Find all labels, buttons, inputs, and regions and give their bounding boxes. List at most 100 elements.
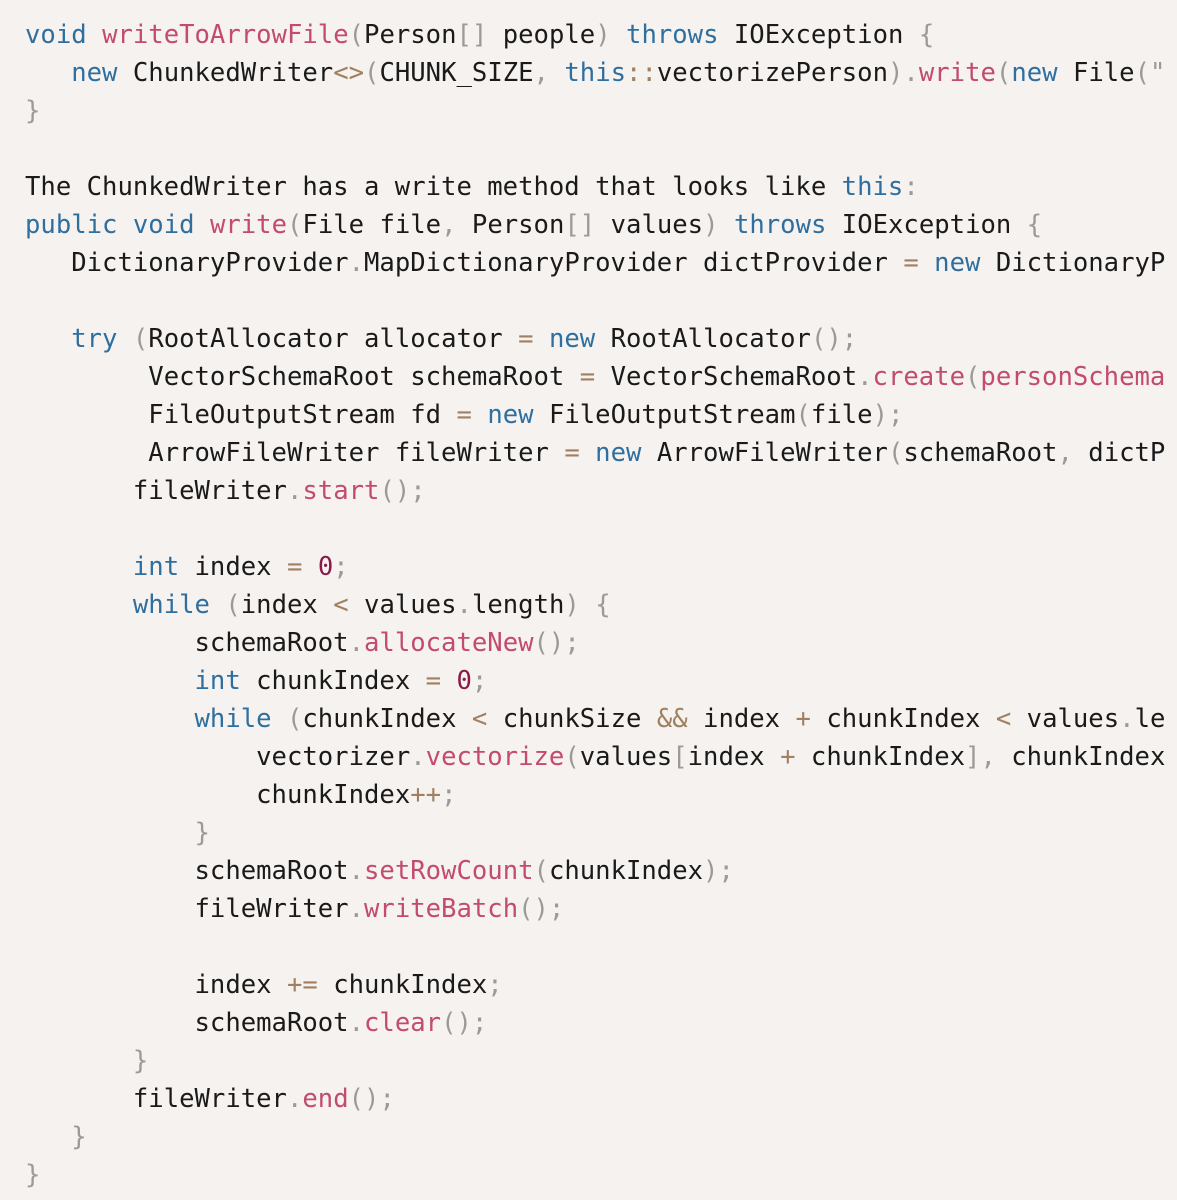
code-token-pun: (	[225, 590, 241, 620]
code-token-pun: );	[703, 856, 734, 886]
code-token-txt	[195, 210, 210, 240]
code-token-txt	[210, 590, 225, 620]
code-token-txt	[117, 210, 132, 240]
code-token-pun: .	[348, 894, 365, 924]
code-line: void writeToArrowFile(Person[] people) t…	[25, 16, 1177, 54]
code-token-txt: DictionaryProvider	[71, 248, 349, 278]
code-token-txt: chunkIndex	[302, 704, 472, 734]
code-token-op: +	[795, 704, 811, 734]
code-token-txt: index	[687, 742, 781, 772]
code-token-pun: (	[564, 742, 580, 772]
code-token-txt: index	[687, 704, 796, 734]
code-token-kw: new	[548, 324, 596, 354]
code-token-txt: values	[579, 742, 673, 772]
code-token-kw: new	[1011, 58, 1058, 88]
code-token-op: ::	[626, 58, 657, 88]
code-token-pun: ;	[333, 552, 349, 582]
code-token-txt: ArrowFileWriter fileWriter	[148, 438, 565, 468]
code-token-txt: values	[595, 210, 704, 240]
code-token-txt: DictionaryP	[980, 248, 1166, 278]
code-token-txt: ArrowFileWriter	[641, 438, 888, 468]
code-token-txt: RootAllocator allocator	[148, 324, 519, 354]
code-token-pun: }	[132, 1046, 149, 1076]
code-token-txt: values	[1011, 704, 1120, 734]
code-token-pun: .	[857, 362, 873, 392]
code-token-fn: end	[302, 1084, 349, 1114]
code-token-txt: schemaRoot	[903, 438, 1058, 468]
code-token-txt: VectorSchemaRoot	[595, 362, 858, 392]
code-token-txt	[611, 20, 626, 50]
indent	[25, 1122, 71, 1152]
code-token-kw: new	[934, 248, 981, 278]
code-token-op: +=	[286, 970, 318, 1000]
code-line: }	[25, 1118, 1177, 1156]
code-token-kw: void	[132, 210, 195, 240]
code-token-txt: chunkIndex	[256, 780, 411, 810]
code-token-fn: writeToArrowFile	[102, 20, 349, 50]
indent	[25, 856, 195, 886]
code-token-pun: :	[903, 172, 919, 202]
code-token-txt: Person	[364, 20, 457, 50]
code-token-pun: ,	[1057, 438, 1073, 468]
code-token-fn: create	[872, 362, 965, 392]
code-token-pun: )	[595, 20, 611, 50]
code-token-op: <	[471, 704, 488, 734]
code-token-txt: FileOutputStream	[533, 400, 796, 430]
code-token-txt: vectorizer	[256, 742, 411, 772]
code-token-txt: File	[1057, 58, 1135, 88]
code-line: fileWriter.end();	[25, 1080, 1177, 1118]
indent	[25, 58, 71, 88]
code-line: FileOutputStream fd = new FileOutputStre…	[25, 396, 1177, 434]
code-line: chunkIndex++;	[25, 776, 1177, 814]
code-token-txt	[472, 400, 487, 430]
code-token-pun: }	[71, 1122, 87, 1152]
code-token-txt: chunkIndex	[995, 742, 1166, 772]
code-token-pun: [	[672, 742, 688, 772]
code-line: new ChunkedWriter<>(CHUNK_SIZE, this::ve…	[25, 54, 1177, 92]
code-token-pun: .	[348, 1008, 365, 1038]
code-token-pun: .	[903, 58, 919, 88]
code-token-pun: }	[25, 1160, 41, 1190]
code-line: fileWriter.writeBatch();	[25, 890, 1177, 928]
code-token-txt	[580, 590, 595, 620]
code-token-pun: {	[918, 20, 935, 50]
indent	[25, 1008, 195, 1038]
code-token-op: &&	[656, 704, 688, 734]
code-token-pun: ("	[1134, 58, 1166, 88]
blank-line	[25, 282, 1177, 320]
code-token-txt: FileOutputStream fd	[148, 400, 457, 430]
code-token-pun: []	[564, 210, 596, 240]
code-token-txt: fileWriter	[132, 1084, 287, 1114]
indent	[25, 438, 148, 468]
code-token-txt: chunkSize	[487, 704, 657, 734]
code-token-txt	[549, 58, 564, 88]
code-token-kw: this	[841, 172, 904, 202]
indent	[25, 970, 195, 1000]
code-token-pun: ();	[533, 628, 580, 658]
code-token-pun: .	[1119, 704, 1135, 734]
code-line: while (chunkIndex < chunkSize && index +…	[25, 700, 1177, 738]
code-line: ArrowFileWriter fileWriter = new ArrowFi…	[25, 434, 1177, 472]
code-token-kw: throws	[733, 210, 827, 240]
code-token-txt: fileWriter	[132, 476, 287, 506]
code-token-txt: chunkIndex	[795, 742, 966, 772]
code-token-fn: writeBatch	[364, 894, 519, 924]
code-token-kw: public	[25, 210, 118, 240]
code-token-txt: CHUNK_SIZE	[379, 58, 534, 88]
code-token-txt	[87, 20, 102, 50]
code-line: while (index < values.length) {	[25, 586, 1177, 624]
indent	[25, 400, 148, 430]
code-token-pun: ();	[518, 894, 565, 924]
code-token-pun: .	[348, 628, 365, 658]
code-token-pun: ,	[441, 210, 457, 240]
code-token-fn: clear	[364, 1008, 442, 1038]
code-token-txt: file	[810, 400, 873, 430]
code-token-kw: void	[25, 20, 87, 50]
code-token-pun: .	[286, 1084, 303, 1114]
code-line: schemaRoot.setRowCount(chunkIndex);	[25, 852, 1177, 890]
code-token-txt: length	[471, 590, 565, 620]
indent	[25, 704, 195, 734]
code-token-txt	[117, 324, 132, 354]
code-token-kw: int	[132, 552, 180, 582]
indent	[25, 1084, 133, 1114]
